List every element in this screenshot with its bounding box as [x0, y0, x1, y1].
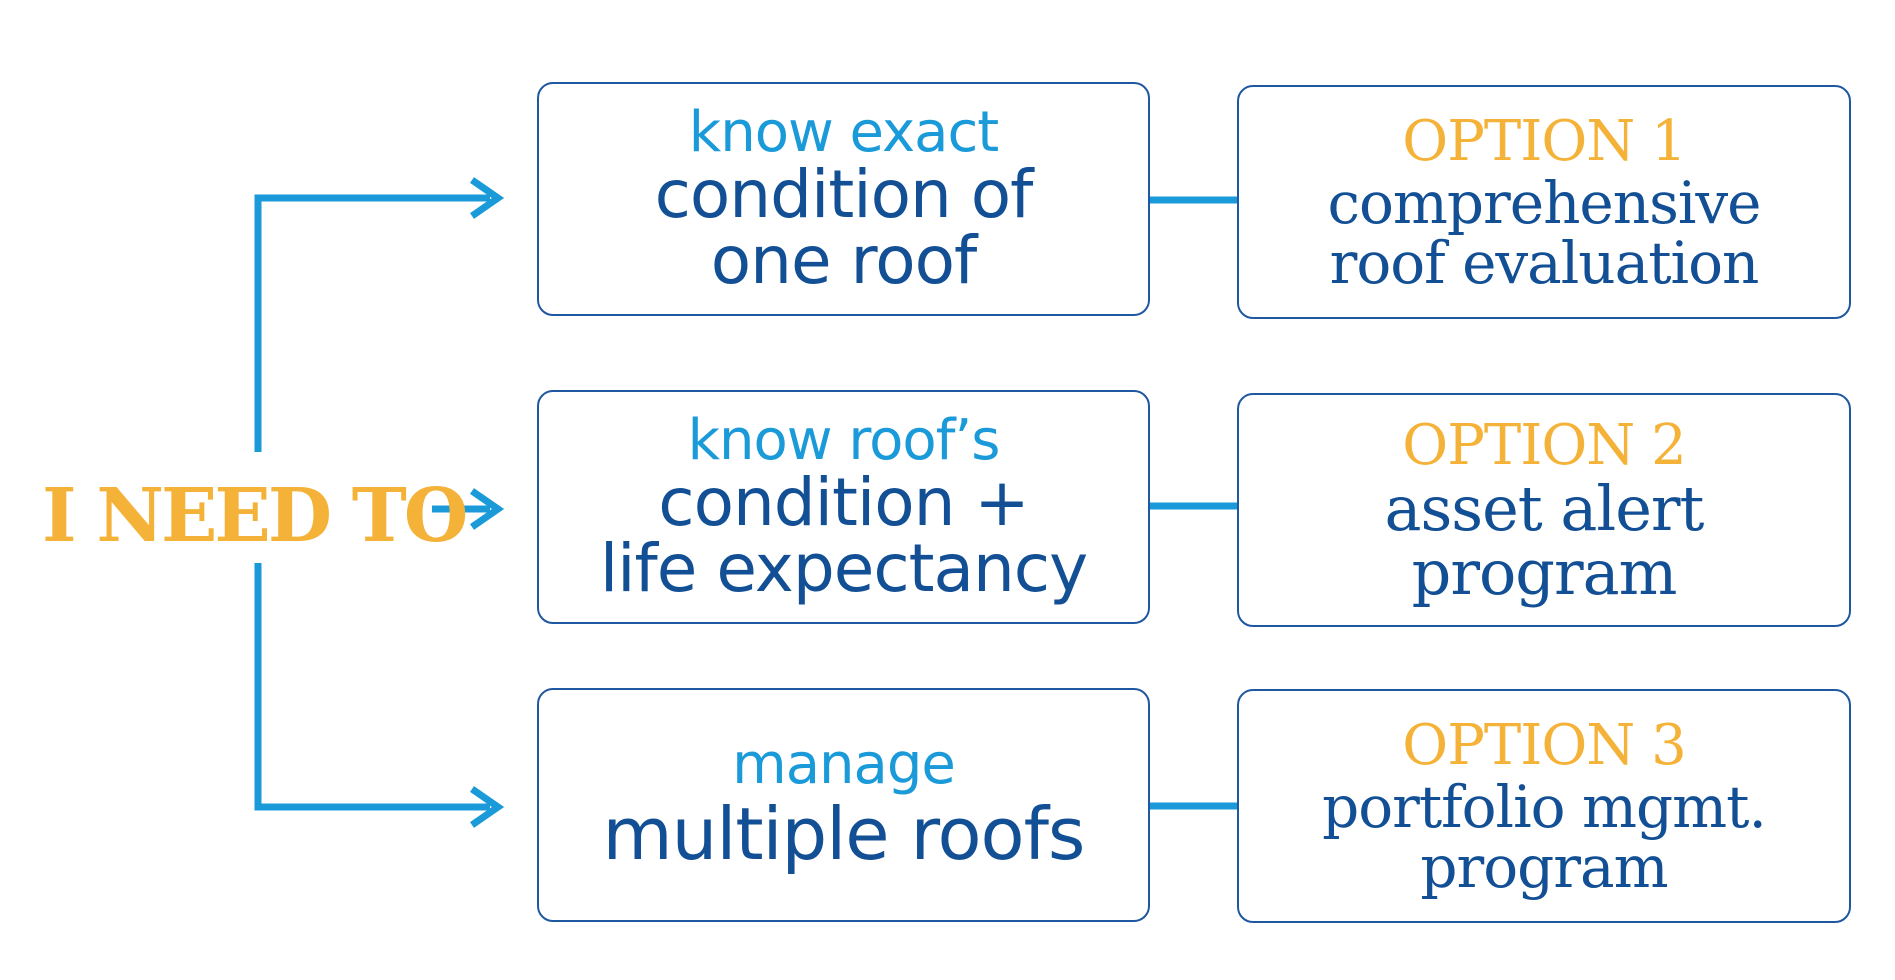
lead-label: I NEED TO	[42, 473, 468, 559]
need-intro: know roof’s	[687, 408, 1001, 473]
need-box-multiple-roofs: manage multiple roofs	[537, 688, 1150, 922]
option-box-1: OPTION 1 comprehensive roof evaluation	[1237, 85, 1851, 319]
option-line: asset alert	[1384, 472, 1705, 545]
need-line: life expectancy	[599, 530, 1088, 607]
need-line: condition of	[654, 156, 1034, 233]
need-intro: know exact	[688, 100, 999, 165]
option-title: OPTION 2	[1402, 413, 1686, 478]
option-line: portfolio mgmt.	[1322, 773, 1767, 841]
option-line: program	[1420, 833, 1668, 901]
option-line: roof evaluation	[1329, 229, 1760, 297]
arrow-bottom-icon	[470, 786, 505, 828]
need-box-life-expectancy: know roof’s condition + life expectancy	[537, 390, 1150, 624]
option-title: OPTION 1	[1402, 109, 1686, 174]
option-title: OPTION 3	[1402, 713, 1686, 778]
option-line: program	[1411, 536, 1678, 609]
branch-top-line	[254, 194, 490, 452]
arrow-middle-icon	[470, 488, 505, 530]
need-box-exact-condition: know exact condition of one roof	[537, 82, 1150, 316]
option-line: comprehensive	[1327, 169, 1761, 237]
branch-bottom-line	[254, 563, 490, 811]
option-box-3: OPTION 3 portfolio mgmt. program	[1237, 689, 1851, 923]
need-line: condition +	[658, 464, 1029, 541]
need-intro: manage	[732, 732, 956, 797]
option-box-2: OPTION 2 asset alert program	[1237, 393, 1851, 627]
arrow-top-icon	[470, 177, 505, 219]
need-line: multiple roofs	[602, 792, 1086, 876]
need-line: one roof	[710, 222, 977, 299]
